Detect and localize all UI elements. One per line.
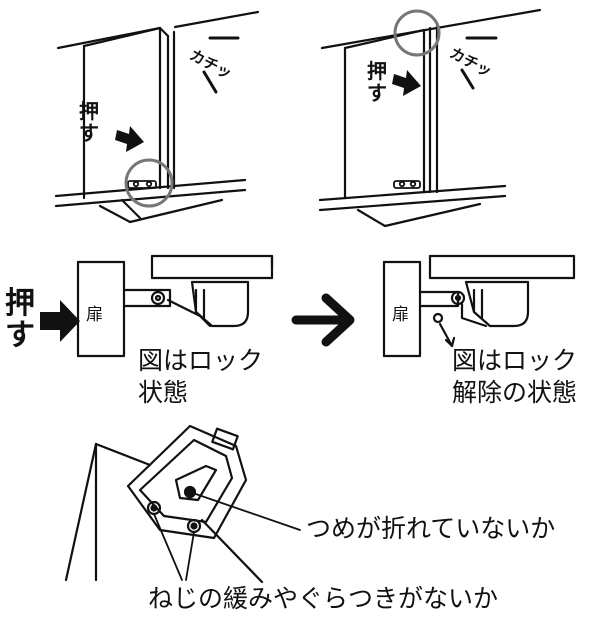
latch-icon — [393, 180, 421, 189]
door-label: 扉 — [86, 305, 103, 325]
push-label: 押す — [5, 286, 35, 353]
caption-released-line2: 解除の状態 — [452, 378, 578, 407]
door-label: 扉 — [392, 305, 409, 325]
push-arrow-icon — [392, 70, 421, 96]
caption-locked-line2: 状態 — [138, 378, 189, 407]
highlight-circle — [124, 158, 174, 208]
push-label: 押す — [79, 99, 99, 145]
click-mark-icon — [202, 36, 240, 94]
cabinet-right — [318, 8, 542, 228]
closeup-latch — [64, 424, 264, 584]
caption-released-line1: 図はロック — [452, 346, 578, 375]
push-label: 押す — [367, 59, 387, 105]
cabinet-left — [54, 10, 260, 224]
callout-lines — [153, 491, 301, 581]
push-arrow-icon — [40, 300, 80, 342]
transition-arrow-icon — [291, 293, 355, 347]
callout-claw-label: つめが折れていないか — [306, 514, 556, 543]
callout-screws-label: ねじの緩みやぐらつきがないか — [148, 584, 499, 613]
latch-section-released — [382, 254, 576, 358]
latch-section-locked — [76, 254, 274, 358]
highlight-circle — [393, 9, 441, 57]
click-mark-icon — [460, 36, 498, 90]
push-arrow-icon — [115, 126, 144, 152]
latch-icon — [127, 180, 157, 189]
caption-locked-line1: 図はロック — [138, 346, 264, 375]
